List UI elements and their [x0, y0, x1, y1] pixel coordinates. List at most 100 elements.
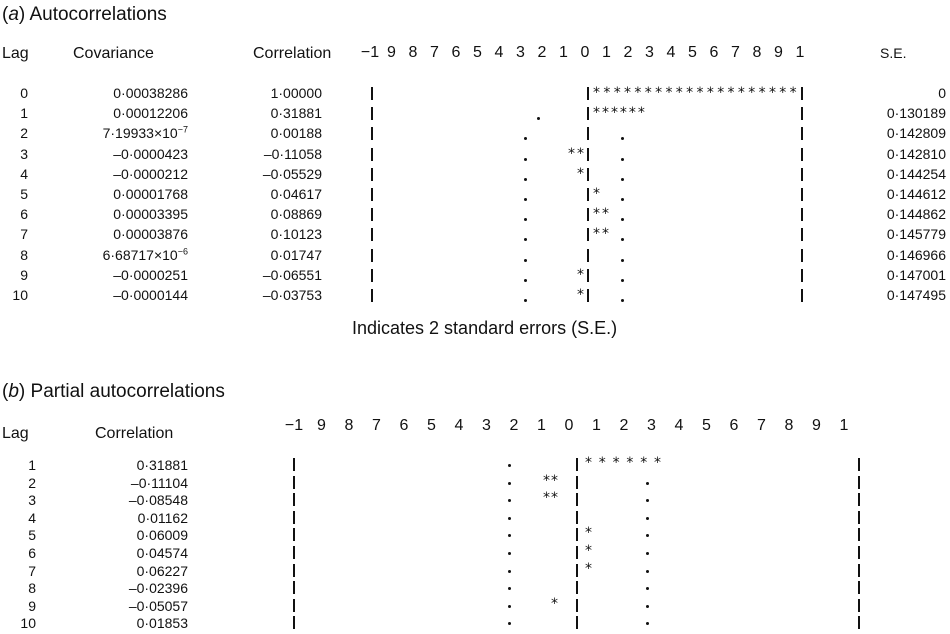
- row-correlation: 0·00188: [270, 125, 322, 142]
- left-boundary-bar: [293, 528, 295, 542]
- correlation-star: *: [601, 105, 609, 122]
- left-boundary-bar: [293, 598, 295, 612]
- scale-tick-label: 7: [757, 417, 766, 434]
- row-correlation: 0·06009: [136, 527, 188, 544]
- zero-bar: [576, 528, 578, 542]
- row-standard-error: 0·145779: [886, 226, 946, 243]
- scale-tick-label: 2: [623, 44, 633, 61]
- se-limit-dot: [524, 157, 527, 161]
- left-boundary-bar: [371, 289, 373, 302]
- row-correlation: –0·05057: [128, 597, 188, 614]
- correlation-star: *: [593, 226, 600, 243]
- row-lag: 10: [12, 287, 28, 303]
- left-boundary-bar: [293, 616, 295, 630]
- panel-a-title: (a) Autocorrelations: [2, 4, 167, 25]
- covariance-value: 0·00003876: [113, 226, 188, 243]
- row-standard-error: 0·144254: [886, 165, 946, 182]
- correlation-star: *: [626, 455, 634, 471]
- scale-tick-label: 2: [619, 417, 629, 434]
- correlation-star: *: [551, 472, 558, 489]
- se-limit-dot: [621, 137, 624, 141]
- panel-b-title-text: Partial autocorrelations: [30, 381, 225, 402]
- row-covariance: 0·00038286: [40, 84, 188, 102]
- correlation-star: *: [603, 85, 611, 101]
- row-standard-error: 0·144612: [886, 186, 946, 202]
- left-boundary-bar: [371, 107, 373, 121]
- se-limit-dot: [508, 516, 511, 520]
- panel-b-label: b: [8, 381, 19, 402]
- covariance-value: –0·0000423: [113, 145, 188, 162]
- left-boundary-bar: [293, 458, 295, 471]
- row-covariance: 6·68717×10−6: [40, 246, 188, 264]
- panel-a-label: a: [8, 4, 19, 25]
- scale-tick-label: 3: [516, 44, 525, 61]
- scale-tick-label: 1: [795, 44, 805, 61]
- se-limit-dot: [646, 587, 649, 591]
- zero-bar: [587, 188, 589, 201]
- scale-tick-label: −1: [360, 44, 380, 61]
- zero-bar: [587, 167, 589, 181]
- se-limit-dot: [524, 278, 527, 282]
- scale-tick-label: 6: [729, 417, 739, 434]
- left-boundary-bar: [293, 493, 295, 507]
- scale-tick-label: 1: [839, 417, 849, 434]
- correlation-star: *: [593, 105, 600, 122]
- se-limit-dot: [508, 587, 511, 591]
- se-limit-dot: [621, 157, 624, 161]
- row-correlation: 0·01162: [137, 509, 188, 526]
- row-lag: 1: [28, 457, 36, 473]
- correlation-star: *: [585, 560, 592, 577]
- row-standard-error: 0·142809: [886, 125, 946, 142]
- right-boundary-bar: [801, 268, 803, 282]
- right-boundary-bar: [858, 581, 860, 595]
- zero-bar: [576, 598, 578, 612]
- right-boundary-bar: [801, 188, 803, 201]
- left-boundary-bar: [371, 167, 373, 181]
- row-covariance: 7·19933×10−7: [40, 124, 188, 142]
- covariance-value: 0·00012206: [113, 105, 188, 122]
- right-boundary-bar: [858, 493, 860, 507]
- right-boundary-bar: [801, 208, 803, 222]
- left-boundary-bar: [371, 208, 373, 222]
- lag-header-b: Lag: [2, 425, 29, 442]
- zero-bar: [587, 228, 589, 242]
- correlation-star: *: [686, 85, 694, 101]
- zero-bar: [587, 289, 589, 302]
- covariance-exponent: −6: [177, 245, 188, 256]
- left-boundary-bar: [371, 228, 373, 242]
- right-boundary-bar: [858, 475, 860, 489]
- correlation-star: *: [593, 206, 600, 223]
- scale-tick-label: 1: [602, 44, 611, 61]
- row-covariance: 0·00003395: [40, 205, 188, 223]
- correlation-star: *: [543, 490, 550, 507]
- row-covariance: –0·0000144: [40, 286, 188, 304]
- zero-bar: [576, 546, 578, 559]
- left-boundary-bar: [371, 127, 373, 141]
- covariance-value: –0·0000251: [113, 266, 188, 283]
- covariance-value: 6·68717×10: [102, 246, 178, 263]
- se-limit-dot: [537, 117, 540, 121]
- row-covariance: 0·00012206: [40, 104, 188, 122]
- zero-bar: [587, 248, 589, 262]
- right-boundary-bar: [858, 528, 860, 542]
- left-boundary-bar: [293, 581, 295, 595]
- right-boundary-bar: [801, 87, 803, 100]
- se-limit-dot: [524, 198, 527, 201]
- scale-tick-label: 5: [688, 44, 697, 61]
- scale-tick-label: 4: [494, 44, 504, 61]
- row-standard-error: 0·130189: [886, 105, 946, 122]
- correlation-header: Correlation: [253, 45, 332, 62]
- se-limit-dot: [508, 622, 511, 626]
- correlation-star: *: [655, 85, 663, 101]
- row-correlation: 0·31881: [270, 105, 322, 122]
- correlation-star: *: [727, 85, 735, 101]
- se-limit-dot: [646, 499, 649, 503]
- scale-tick-label: 9: [774, 44, 783, 61]
- row-lag: 9: [20, 266, 28, 283]
- correlation-star: *: [543, 472, 550, 489]
- scale-tick-label: 0: [564, 417, 574, 434]
- correlation-star: *: [789, 85, 797, 101]
- se-limit-dot: [621, 278, 624, 282]
- row-standard-error: 0·147495: [886, 287, 946, 303]
- right-boundary-bar: [801, 147, 803, 161]
